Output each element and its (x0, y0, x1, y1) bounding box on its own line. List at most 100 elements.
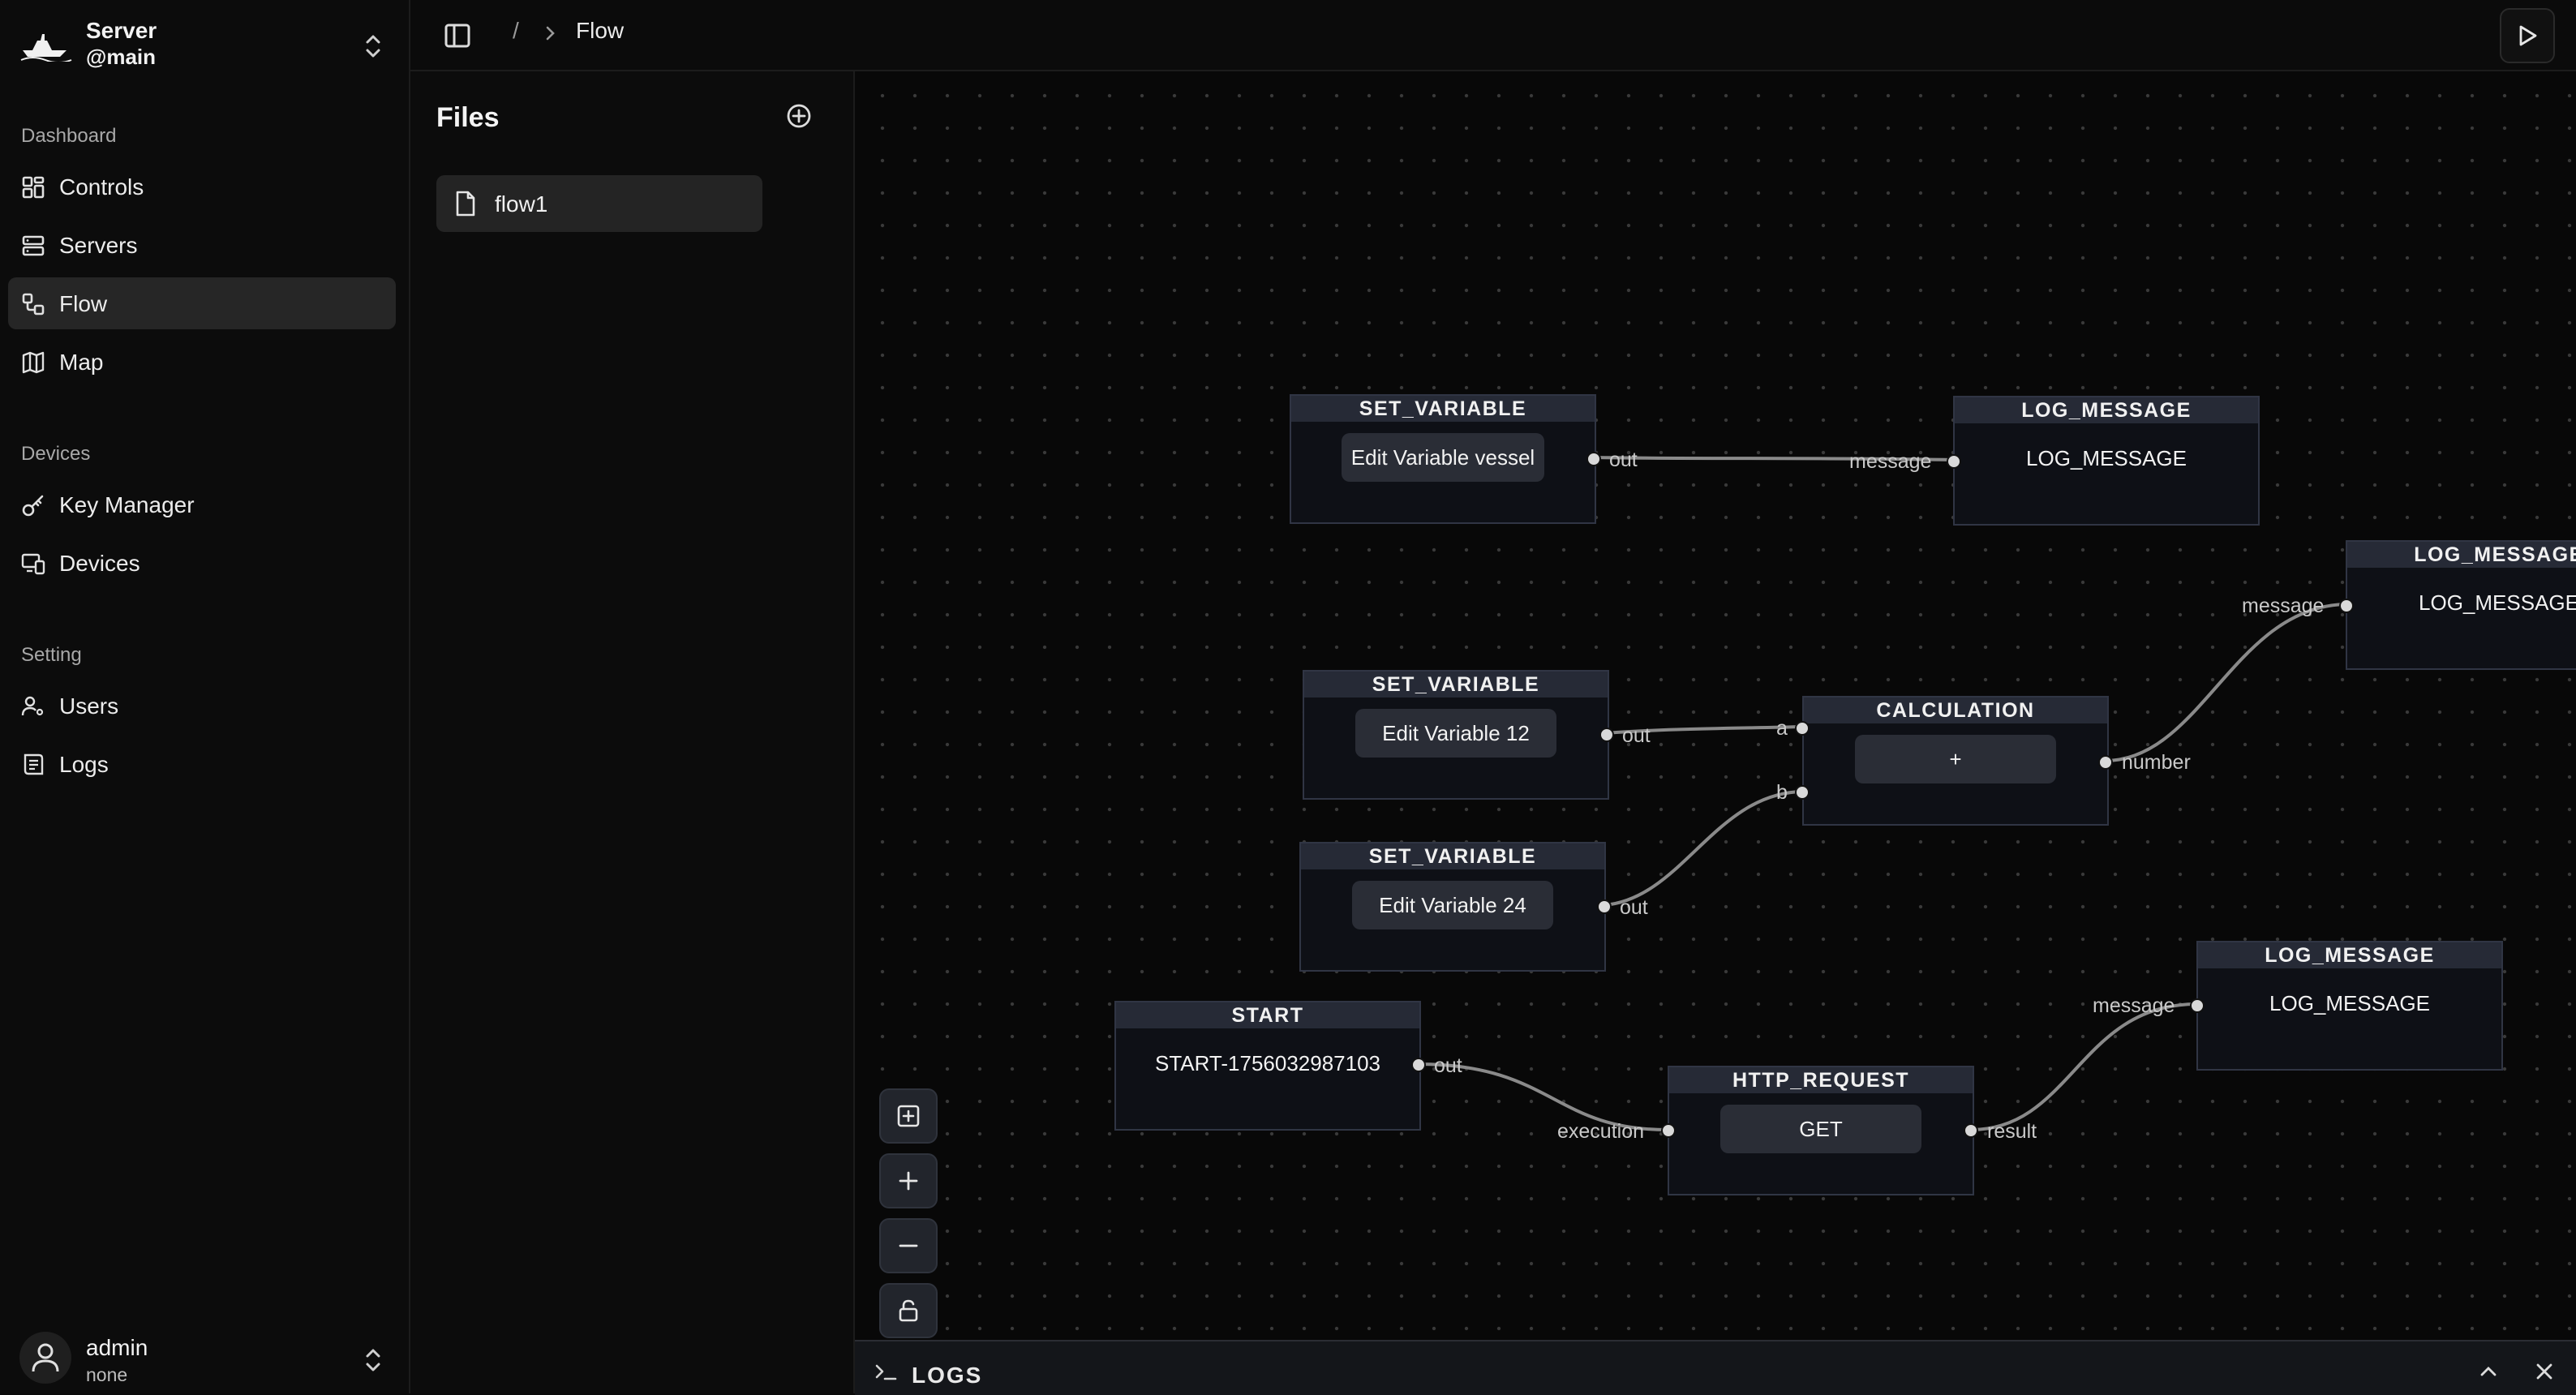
edge-setvar2-calc-a (1606, 725, 1803, 735)
node-header: CALCULATION (1804, 698, 2107, 723)
port-out[interactable] (2098, 755, 2113, 770)
lock-toggle-button[interactable] (879, 1283, 938, 1338)
server-branch: @main (86, 45, 157, 69)
files-panel: Files flow1 (410, 71, 855, 1393)
ship-logo-icon (20, 34, 72, 62)
chevrons-up-down-icon (366, 1349, 380, 1371)
node-header: SET_VARIABLE (1291, 396, 1595, 422)
node-header: HTTP_REQUEST (1669, 1067, 1973, 1093)
node-http-request[interactable]: HTTP_REQUEST GET (1668, 1066, 1974, 1195)
port-label: a (1776, 717, 1788, 740)
flow-icon (22, 293, 45, 315)
node-header: LOG_MESSAGE (1955, 397, 2258, 423)
port-out[interactable] (1597, 899, 1612, 914)
port-out[interactable] (1586, 452, 1601, 466)
node-header: SET_VARIABLE (1301, 843, 1604, 869)
edge-start-http (1417, 1062, 1668, 1131)
port-label: out (1434, 1054, 1462, 1077)
close-icon[interactable] (2534, 1361, 2555, 1382)
user-icon (32, 1343, 59, 1372)
section-label-dashboard: Dashboard (21, 125, 117, 147)
avatar (19, 1332, 71, 1384)
run-button[interactable] (2500, 8, 2555, 63)
node-log-message[interactable]: LOG_MESSAGE LOG_MESSAGE (2196, 941, 2503, 1071)
breadcrumb-current: Flow (576, 18, 625, 43)
fit-view-button[interactable] (879, 1088, 938, 1144)
fit-view-icon (897, 1105, 920, 1127)
edit-variable-button[interactable]: Edit Variable vessel (1342, 433, 1544, 482)
sidebar-item-map[interactable]: Map (8, 336, 396, 388)
section-label-setting: Setting (21, 644, 82, 666)
port-in-execution[interactable] (1661, 1123, 1676, 1138)
sidebar: Server @main Dashboard Controls Servers … (0, 0, 410, 1393)
http-method-button[interactable]: GET (1720, 1105, 1921, 1153)
file-item-label: flow1 (495, 191, 548, 217)
port-label: execution (1557, 1120, 1645, 1143)
plus-icon (899, 1171, 918, 1191)
sidebar-item-label: Logs (59, 752, 109, 777)
flow-canvas[interactable]: SET_VARIABLE Edit Variable vessel out LO… (855, 71, 2576, 1340)
logs-icon (24, 753, 44, 775)
section-label-devices: Devices (21, 443, 91, 465)
sidebar-item-label: Key Manager (59, 492, 195, 517)
server-switcher[interactable]: Server @main (19, 18, 393, 75)
user-menu[interactable]: admin none (19, 1330, 393, 1390)
play-icon (2519, 25, 2537, 46)
node-header: LOG_MESSAGE (2347, 542, 2576, 568)
edit-variable-button[interactable]: Edit Variable 12 (1355, 709, 1556, 758)
port-in[interactable] (2190, 998, 2205, 1013)
file-icon (456, 191, 475, 217)
sidebar-item-flow[interactable]: Flow (8, 277, 396, 329)
port-in[interactable] (2339, 599, 2354, 613)
port-label: message (1849, 450, 1932, 473)
operator-button[interactable]: + (1855, 735, 2056, 783)
sidebar-item-label: Flow (59, 291, 108, 316)
port-out[interactable] (1411, 1058, 1426, 1072)
zoom-out-button[interactable] (879, 1218, 938, 1273)
server-icon (22, 235, 45, 256)
zoom-in-button[interactable] (879, 1153, 938, 1208)
sidebar-item-devices[interactable]: Devices (8, 537, 396, 589)
logs-panel-bar[interactable]: LOGS (855, 1340, 2576, 1395)
node-start[interactable]: START START-1756032987103 (1114, 1001, 1421, 1131)
sidebar-item-servers[interactable]: Servers (8, 219, 396, 271)
sidebar-item-users[interactable]: Users (8, 680, 396, 732)
port-label: out (1622, 724, 1651, 747)
chevron-up-icon[interactable] (2477, 1363, 2500, 1380)
port-in-b[interactable] (1795, 785, 1810, 800)
port-label: out (1620, 896, 1648, 919)
port-label: result (1987, 1120, 2037, 1143)
user-role: none (86, 1364, 128, 1385)
port-label: b (1776, 781, 1788, 804)
port-in[interactable] (1947, 454, 1961, 469)
port-out[interactable] (1599, 728, 1614, 742)
map-icon (22, 351, 45, 374)
edge-setvar1-log1 (1594, 456, 1954, 461)
key-icon (22, 495, 44, 517)
node-header: LOG_MESSAGE (2198, 942, 2501, 968)
node-set-variable-24[interactable]: SET_VARIABLE Edit Variable 24 (1299, 842, 1606, 972)
port-label: number (2122, 751, 2191, 774)
minus-icon (899, 1244, 918, 1247)
node-set-variable-vessel[interactable]: SET_VARIABLE Edit Variable vessel (1290, 394, 1596, 524)
sidebar-item-label: Devices (59, 551, 140, 576)
chevron-right-icon (546, 26, 555, 41)
sidebar-item-label: Map (59, 350, 104, 375)
node-log-message[interactable]: LOG_MESSAGE LOG_MESSAGE (1953, 396, 2260, 526)
node-log-message[interactable]: LOG_MESSAGE LOG_MESSAGE (2346, 540, 2576, 670)
sidebar-item-controls[interactable]: Controls (8, 161, 396, 212)
file-item-flow1[interactable]: flow1 (436, 175, 762, 232)
port-in-a[interactable] (1795, 721, 1810, 736)
sidebar-toggle-icon[interactable] (440, 18, 475, 54)
server-name: Server (86, 18, 157, 43)
edit-variable-button[interactable]: Edit Variable 24 (1352, 881, 1553, 929)
terminal-icon (875, 1364, 897, 1380)
add-file-icon[interactable] (784, 101, 814, 131)
port-out[interactable] (1964, 1123, 1978, 1138)
port-label: out (1609, 449, 1638, 471)
sidebar-item-key-manager[interactable]: Key Manager (8, 479, 396, 530)
node-calculation[interactable]: CALCULATION + (1802, 696, 2109, 826)
node-set-variable-12[interactable]: SET_VARIABLE Edit Variable 12 (1303, 670, 1609, 800)
sidebar-item-logs[interactable]: Logs (8, 738, 396, 790)
chevrons-up-down-icon (366, 35, 380, 58)
